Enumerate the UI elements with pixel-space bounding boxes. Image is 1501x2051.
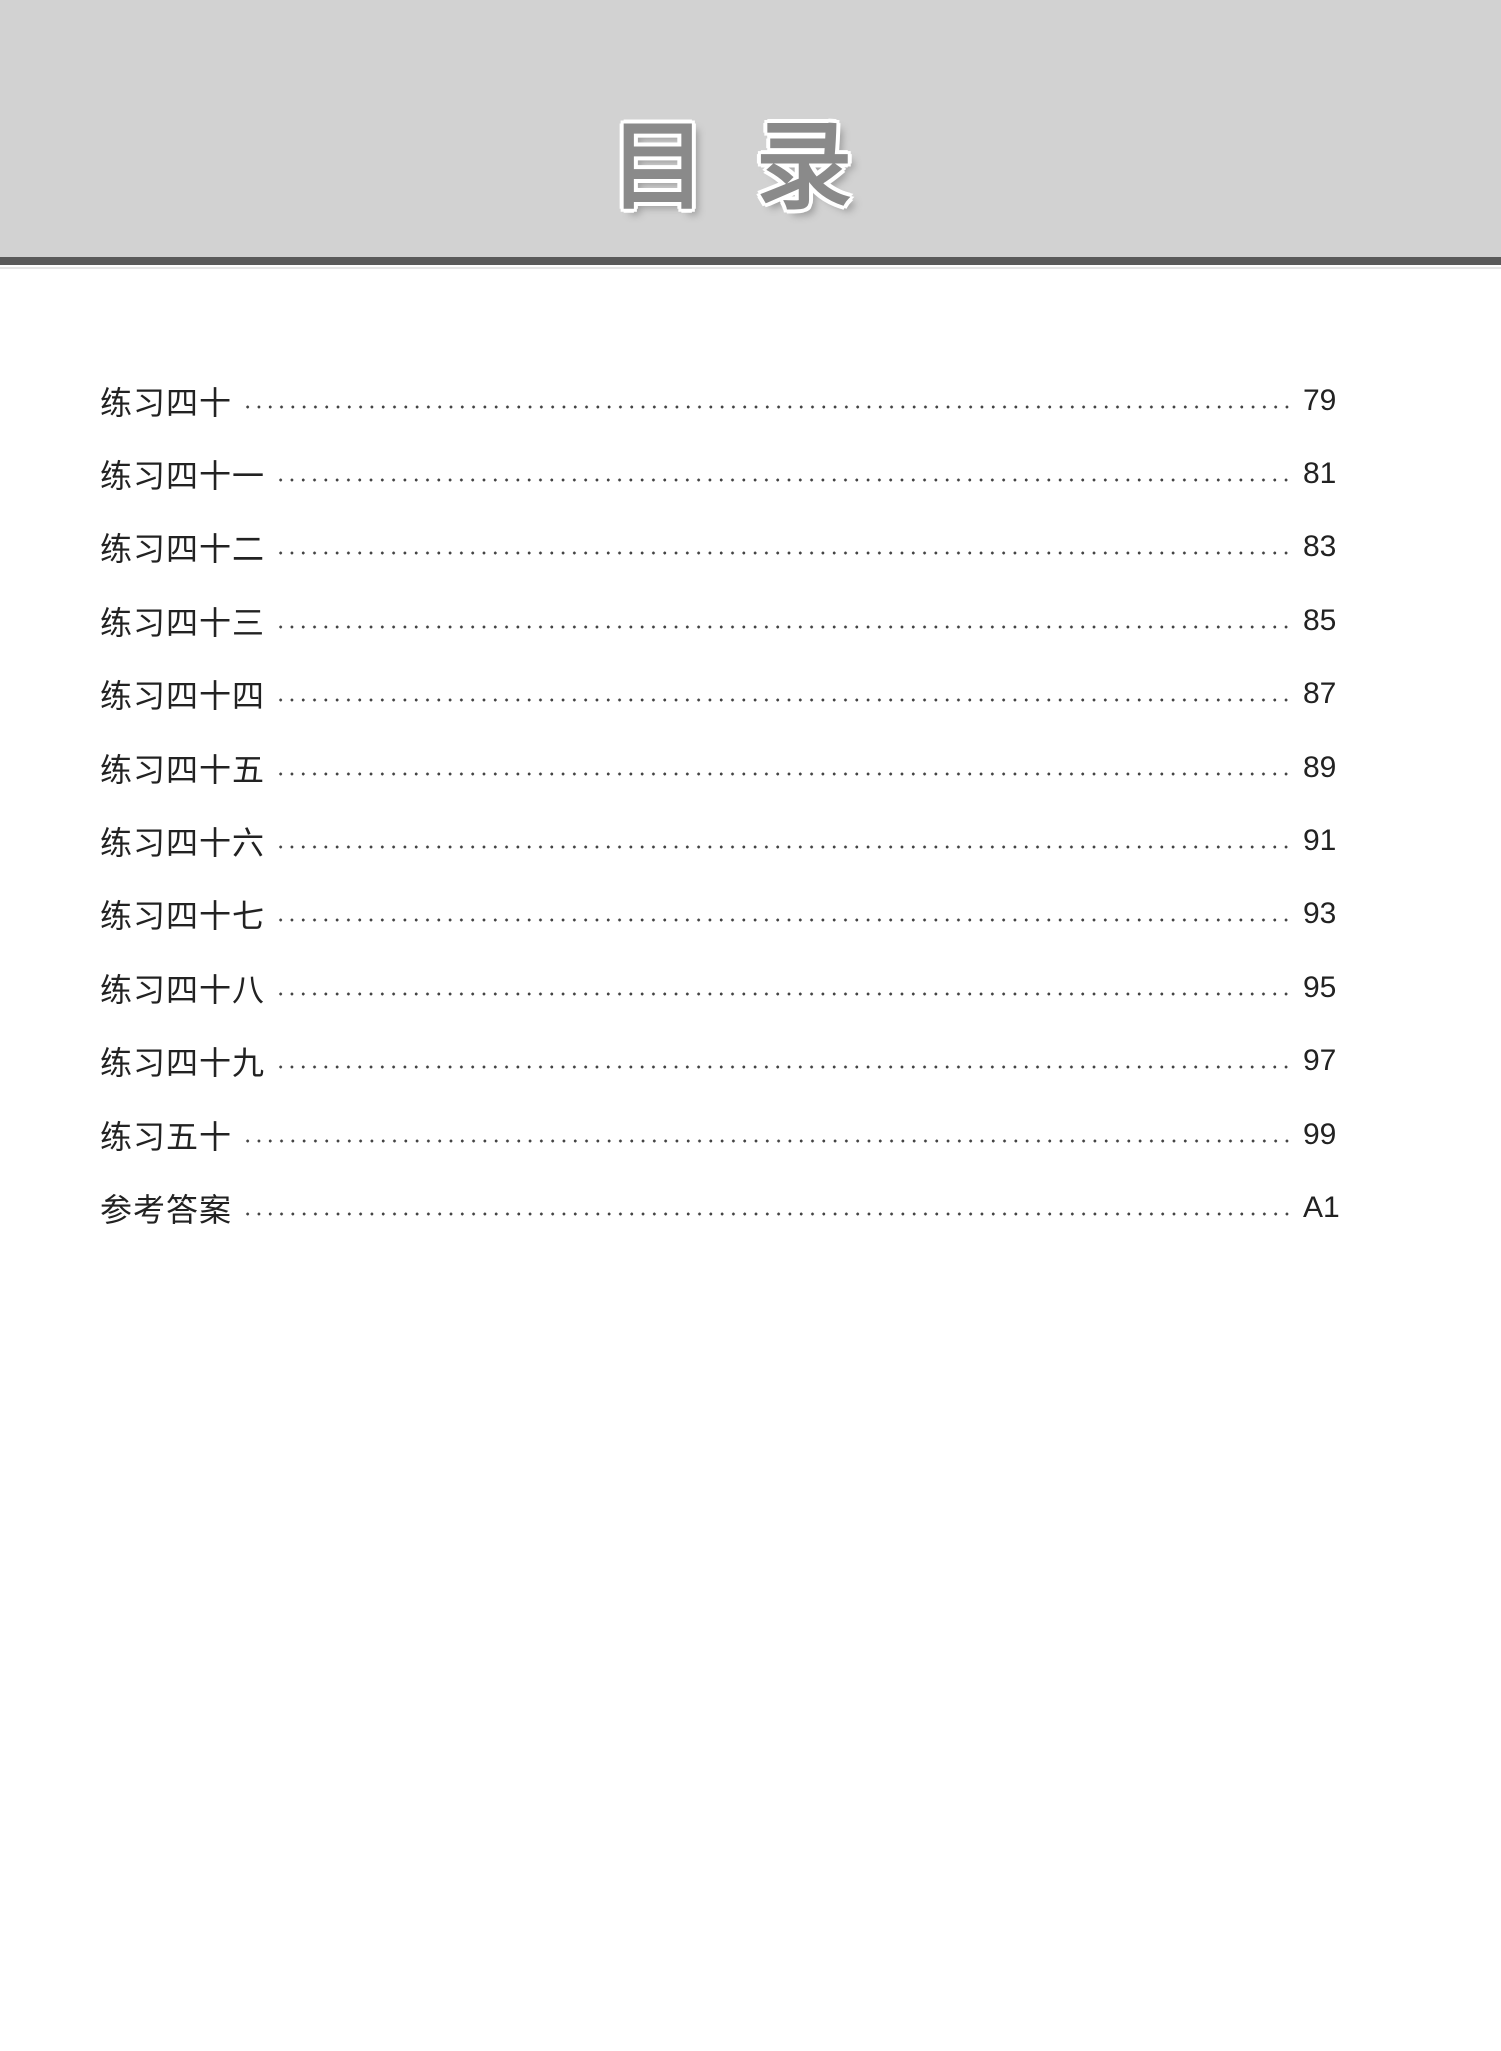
toc-entry[interactable]: 练习四十五 89 [100, 731, 1345, 804]
dot-leader [275, 1065, 1289, 1070]
toc-entry-label: 练习四十 [100, 383, 233, 422]
toc-entry-page: 87 [1303, 677, 1337, 711]
toc-entry-page: 83 [1303, 530, 1337, 564]
toc-entry-label: 练习四十五 [100, 750, 266, 789]
toc-entry[interactable]: 练习四十九 97 [100, 1025, 1345, 1098]
toc-entry-page: 97 [1303, 1044, 1337, 1078]
toc-entry[interactable]: 练习四十七 93 [100, 878, 1345, 951]
toc-entry[interactable]: 练习四十二 83 [100, 511, 1345, 584]
toc-entry-page: 93 [1303, 897, 1337, 931]
dot-leader [242, 404, 1289, 409]
toc-entry-label: 练习四十九 [100, 1044, 266, 1083]
toc-entry-label: 练习四十二 [100, 530, 266, 569]
toc-entry-label: 练习四十一 [100, 457, 266, 496]
header-divider [0, 257, 1501, 265]
toc-entry[interactable]: 练习四十一 81 [100, 437, 1345, 510]
header-banner [0, 0, 1501, 257]
dot-leader [275, 918, 1289, 923]
page-title: 目 录 [610, 112, 852, 222]
dot-leader [275, 624, 1289, 629]
toc-entry-page: 81 [1303, 457, 1337, 491]
dot-leader [242, 1211, 1289, 1216]
toc-entry[interactable]: 练习四十六 91 [100, 804, 1345, 877]
toc-entry[interactable]: 练习五十 99 [100, 1098, 1345, 1171]
toc-entry-page: 89 [1303, 750, 1337, 784]
toc-entry-page: 99 [1303, 1117, 1337, 1151]
toc-entry[interactable]: 练习四十 79 [100, 364, 1345, 437]
toc-entry[interactable]: 参考答案 A1 [100, 1171, 1345, 1244]
dot-leader [275, 845, 1289, 850]
header-divider-light [0, 267, 1501, 269]
toc-entry-label: 练习四十四 [100, 677, 266, 716]
toc-entry-label: 练习四十六 [100, 824, 266, 863]
table-of-contents: 练习四十 79 练习四十一 81 练习四十二 83 练习四十三 85 练习四十四 87 练… [100, 364, 1345, 1245]
toc-entry-label: 练习四十七 [100, 897, 266, 936]
toc-entry[interactable]: 练习四十四 87 [100, 658, 1345, 731]
toc-entry-page: 85 [1303, 603, 1337, 637]
page-title-char: 目 [610, 110, 706, 223]
toc-entry-page: 91 [1303, 824, 1337, 858]
toc-entry-page: 79 [1303, 383, 1337, 417]
dot-leader [275, 551, 1289, 556]
toc-entry[interactable]: 练习四十八 95 [100, 951, 1345, 1024]
dot-leader [275, 771, 1289, 776]
dot-leader [242, 1138, 1289, 1143]
toc-entry-label: 练习五十 [100, 1117, 233, 1156]
dot-leader [275, 478, 1289, 483]
toc-entry[interactable]: 练习四十三 85 [100, 584, 1345, 657]
dot-leader [275, 991, 1289, 996]
toc-entry-page: A1 [1303, 1190, 1340, 1224]
toc-entry-label: 参考答案 [100, 1190, 233, 1229]
page-title-char: 录 [756, 110, 852, 223]
toc-entry-label: 练习四十三 [100, 603, 266, 642]
dot-leader [275, 698, 1289, 703]
toc-entry-page: 95 [1303, 970, 1337, 1004]
toc-entry-label: 练习四十八 [100, 970, 266, 1009]
